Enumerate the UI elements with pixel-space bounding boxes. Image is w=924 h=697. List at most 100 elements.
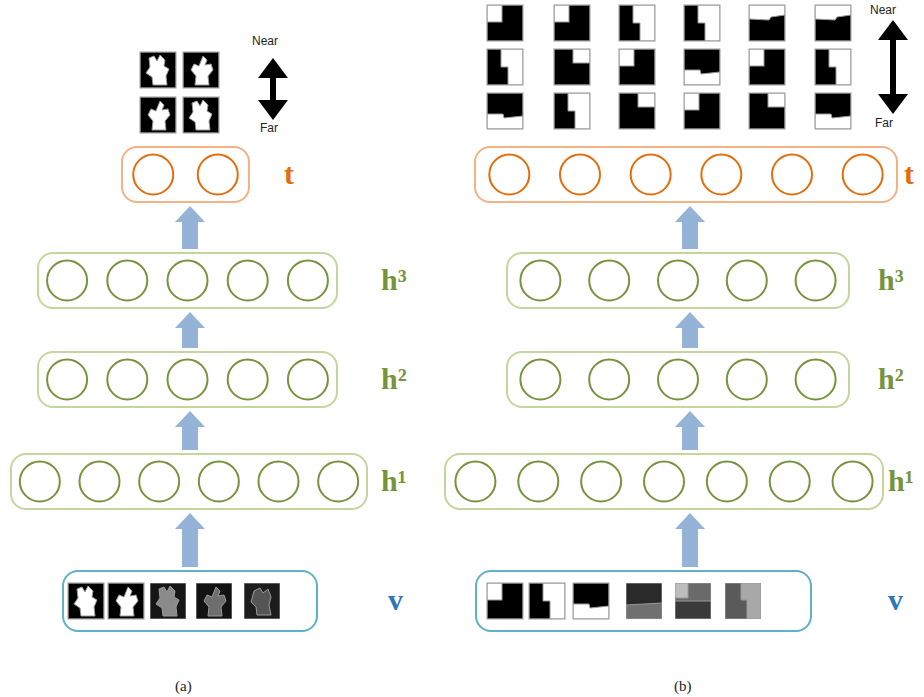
neuron-circle [843, 155, 883, 195]
thumbnail-image [487, 5, 523, 41]
thumbnail-image [684, 49, 720, 85]
neuron-circle [47, 261, 87, 301]
layer-label: t [904, 158, 914, 188]
output-thumbnails [487, 5, 851, 129]
flow-arrow [175, 206, 205, 249]
neuron-circle [658, 360, 698, 400]
thumbnail-image [183, 97, 219, 133]
thumbnail-image [487, 5, 523, 41]
thumbnail-image [815, 5, 851, 41]
thumbnail-image [554, 93, 590, 129]
thumbnail-image [815, 93, 851, 129]
layer-band: t [121, 146, 250, 203]
thumbnail-image [684, 49, 720, 85]
layer-band: v [475, 570, 812, 632]
thumbnail-image [684, 93, 720, 129]
thumbnail-image [815, 49, 851, 85]
neuron-circle [168, 261, 208, 301]
thumbnail-image [140, 97, 176, 133]
layer-label: h¹ [888, 465, 914, 495]
neuron-circle [796, 360, 836, 400]
thumbnail-image [140, 52, 176, 88]
thumbnail-image [140, 52, 176, 88]
neuron-circle [772, 155, 812, 195]
neuron-circle [489, 155, 529, 195]
layer-label: h² [878, 363, 904, 393]
neuron-circle [228, 360, 268, 400]
neuron-circle [518, 462, 558, 502]
layer-band: h² [506, 351, 850, 408]
neuron-circle [455, 462, 495, 502]
neuron-circle [589, 261, 629, 301]
thumbnail-image [619, 5, 655, 41]
flow-arrow [675, 513, 705, 567]
neuron-circle [199, 462, 239, 502]
thumbnail-image [487, 49, 523, 85]
layer-label: h³ [878, 264, 904, 294]
layer-label: v [888, 585, 903, 615]
neuron-circle [318, 462, 358, 502]
neuron-circle [770, 462, 810, 502]
thumbnail-image [554, 5, 590, 41]
neuron-circle [107, 360, 147, 400]
neuron-circle [168, 360, 208, 400]
panel-label: (b) [674, 678, 692, 695]
layer-band: h³ [506, 252, 850, 309]
neuron-circle [133, 155, 173, 195]
flow-arrow [175, 513, 205, 567]
panel-label: (a) [175, 678, 192, 695]
thumbnail-image [68, 583, 104, 619]
thumbnail-image [183, 52, 219, 88]
neuron-circle [644, 462, 684, 502]
neuron-circle [560, 155, 600, 195]
thumbnail-image [684, 5, 720, 41]
thumbnail-image [487, 93, 523, 129]
neuron-circle [288, 261, 328, 301]
thumbnail-image [487, 583, 523, 619]
layer-label: h³ [381, 264, 407, 294]
thumbnail-image [554, 49, 590, 85]
neuron-circle [658, 261, 698, 301]
layer-label: h² [381, 363, 407, 393]
thumbnail-image [573, 583, 609, 619]
thumbnail-image [619, 93, 655, 129]
thumbnail-image [573, 583, 609, 619]
flow-arrow [675, 312, 705, 348]
neuron-circle [520, 360, 560, 400]
neuron-circle [107, 261, 147, 301]
thumbnail-image [619, 49, 655, 85]
layer-band: h¹ [10, 453, 368, 510]
thumbnail-image [815, 49, 851, 85]
thumbnail-image [749, 49, 785, 85]
layer-band: t [474, 146, 898, 203]
layer-label: t [284, 158, 294, 188]
thumbnail-image [244, 583, 280, 619]
thumbnail-image [487, 93, 523, 129]
thumbnail-image [529, 583, 565, 619]
neuron-circle [198, 155, 238, 195]
neuron-circle [631, 155, 671, 195]
layer-label: v [388, 585, 403, 615]
neuron-circle [796, 261, 836, 301]
thumbnail-image [725, 583, 761, 619]
neuron-circle [707, 462, 747, 502]
thumbnail-image [183, 52, 219, 88]
neuron-circle [589, 360, 629, 400]
depth-label: Near [870, 4, 896, 17]
neuron-group [20, 155, 883, 502]
thumbnail-image [815, 5, 851, 41]
thumbnail-image [626, 583, 662, 619]
layer-label: h¹ [381, 465, 407, 495]
flow-arrow [675, 411, 705, 450]
neuron-circle [259, 462, 299, 502]
thumbnail-image [183, 97, 219, 133]
output-thumbnails [140, 52, 219, 133]
thumbnail-image [749, 49, 785, 85]
flow-arrow [175, 312, 205, 348]
neuron-circle [727, 261, 767, 301]
neuron-circle [833, 462, 873, 502]
layer-band: h² [37, 351, 338, 408]
